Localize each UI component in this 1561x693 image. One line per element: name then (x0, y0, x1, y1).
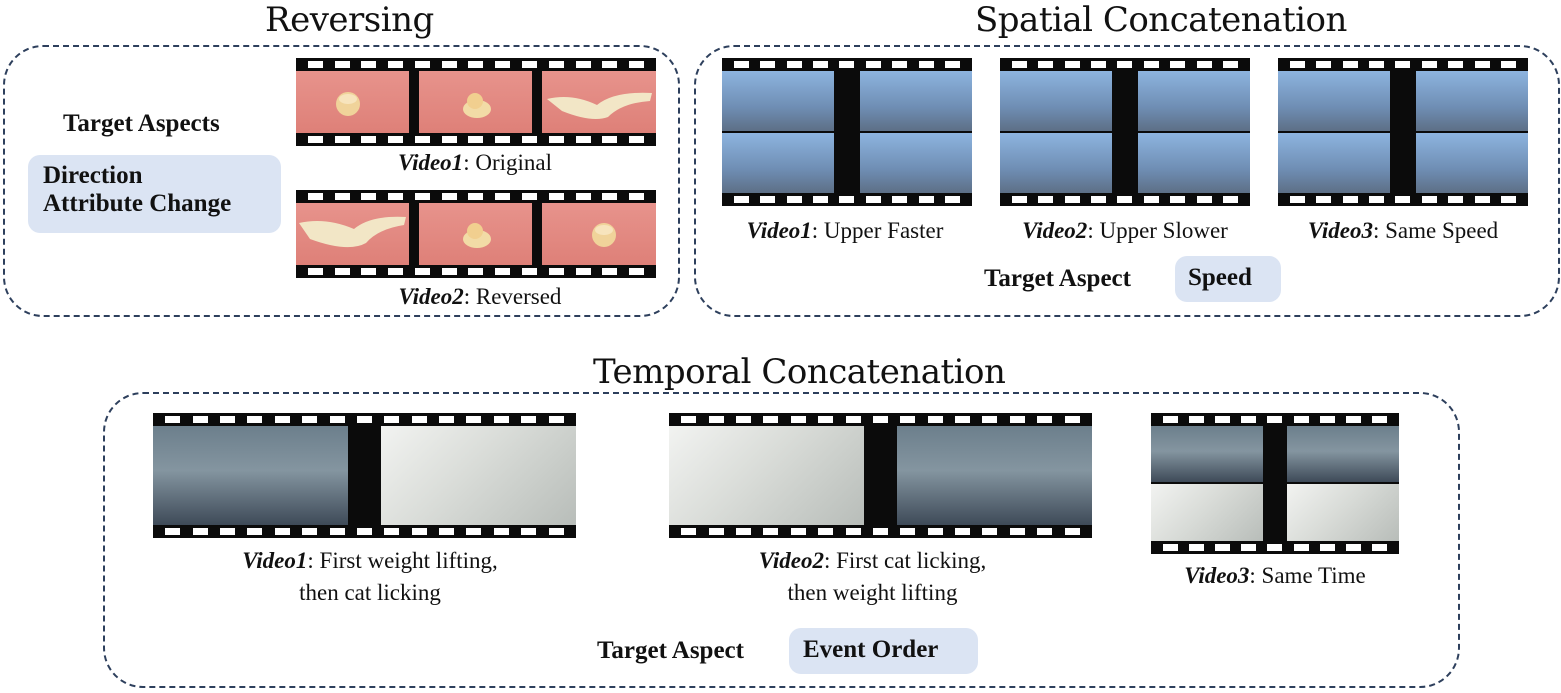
video-frame (296, 71, 409, 133)
video-frame-weight-lifting (1151, 426, 1263, 482)
video-frame-upper-left (722, 71, 834, 131)
sprocket-holes (1151, 413, 1399, 426)
sprocket-holes (296, 265, 656, 278)
sprocket-holes (722, 58, 972, 71)
video-frame-upper-right (1416, 71, 1528, 131)
video-frame (542, 71, 656, 133)
caption-spatial-video1: Video1: Upper Faster (746, 218, 944, 243)
sprocket-holes (1278, 193, 1528, 206)
video-frame-weight-lifting (1287, 426, 1399, 482)
temporal-panel (103, 392, 1460, 688)
reversing-title: Reversing (265, 0, 434, 40)
sprocket-holes (669, 525, 1092, 538)
video-frame-lower-right (1416, 133, 1528, 193)
film-strip-reversing-reversed (296, 190, 656, 278)
video-frame-weight-lifting (153, 426, 348, 525)
video-frame-upper-left (1278, 71, 1390, 131)
video-frame-cat-licking (1151, 484, 1263, 541)
video-frame-lower-left (722, 133, 834, 193)
sprocket-holes (722, 193, 972, 206)
video-frame-lower-left (1278, 133, 1390, 193)
spatial-target-label: Target Aspect (984, 265, 1131, 292)
sprocket-holes (1000, 193, 1250, 206)
spatial-panel (694, 45, 1560, 317)
sprocket-holes (153, 525, 576, 538)
caption-temporal-video1: Video1: First weight lifting, then cat l… (242, 548, 498, 605)
reversing-aspect-pill: Direction Attribute Change (28, 155, 281, 233)
sprocket-holes (669, 413, 1092, 426)
video-frame (542, 203, 656, 265)
spatial-aspect-pill: Speed (1175, 256, 1281, 302)
video-frame-upper-left (1000, 71, 1112, 131)
caption-temporal-video2: Video2: First cat licking, then weight l… (758, 548, 987, 605)
film-strip-spatial-video3 (1278, 58, 1528, 206)
sprocket-holes (296, 190, 656, 203)
caption-reversing-video1: Video1: Original (398, 150, 552, 175)
aspect-attribute-change: Attribute Change (43, 190, 232, 217)
sprocket-holes (1000, 58, 1250, 71)
film-strip-temporal-video3 (1151, 413, 1399, 554)
sprocket-holes (1278, 58, 1528, 71)
aspect-direction: Direction (43, 162, 143, 189)
temporal-aspect-pill: Event Order (789, 628, 978, 674)
spatial-title: Spatial Concatenation (975, 0, 1347, 40)
sprocket-holes (296, 58, 656, 71)
film-strip-temporal-video1 (153, 413, 576, 538)
video-frame-cat-licking (381, 426, 576, 525)
sprocket-holes (296, 133, 656, 146)
video-frame (419, 203, 532, 265)
video-frame-weight-lifting (897, 426, 1092, 525)
caption-temporal-video3: Video3: Same Time (1184, 563, 1366, 588)
reversing-target-label: Target Aspects (63, 110, 220, 137)
film-strip-spatial-video1 (722, 58, 972, 206)
video-frame-upper-right (1138, 71, 1250, 131)
video-frame-lower-right (1138, 133, 1250, 193)
video-frame-lower-left (1000, 133, 1112, 193)
temporal-target-label: Target Aspect (597, 637, 744, 664)
caption-spatial-video2: Video2: Upper Slower (1022, 218, 1228, 243)
video-frame (296, 203, 409, 265)
video-frame (419, 71, 532, 133)
caption-reversing-video2: Video2: Reversed (398, 284, 562, 309)
sprocket-holes (1151, 541, 1399, 554)
sprocket-holes (153, 413, 576, 426)
temporal-title: Temporal Concatenation (593, 352, 1006, 392)
film-strip-reversing-original (296, 58, 656, 146)
reversing-panel (3, 45, 680, 317)
caption-spatial-video3: Video3: Same Speed (1307, 218, 1499, 243)
video-frame-upper-right (860, 71, 972, 131)
video-frame-lower-right (860, 133, 972, 193)
video-frame-cat-licking (1287, 484, 1399, 541)
film-strip-temporal-video2 (669, 413, 1092, 538)
film-strip-spatial-video2 (1000, 58, 1250, 206)
video-frame-cat-licking (669, 426, 864, 525)
